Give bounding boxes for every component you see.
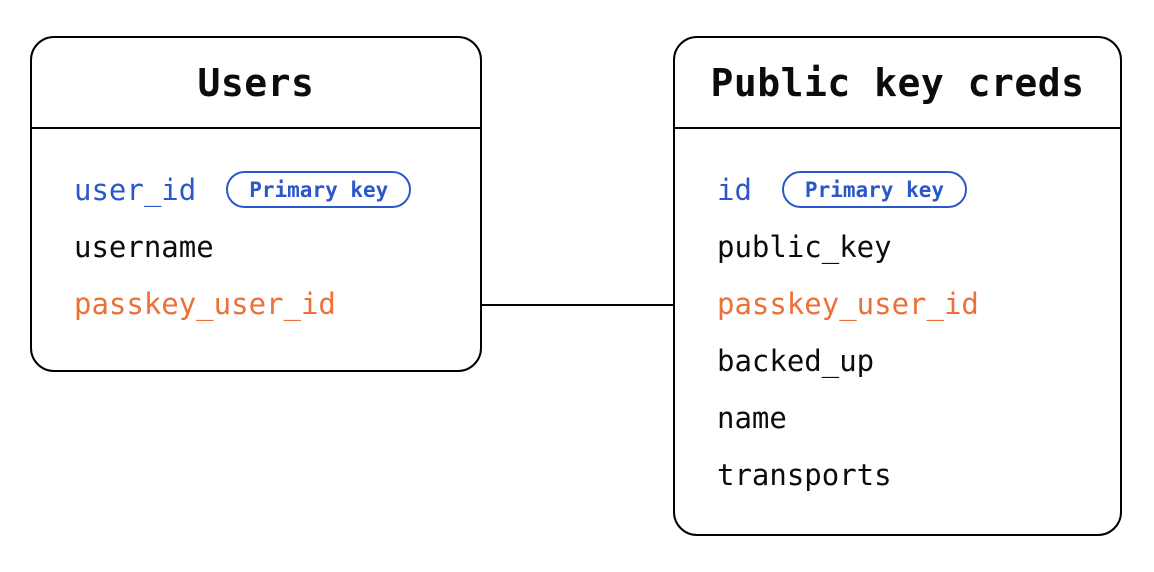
field-row: backed_up bbox=[717, 332, 1120, 389]
field-row: id Primary key bbox=[717, 161, 1120, 218]
field-row: name bbox=[717, 389, 1120, 446]
table-title: Public key creds bbox=[710, 60, 1085, 105]
field-row: passkey_user_id bbox=[74, 275, 480, 332]
field-name: passkey_user_id bbox=[74, 286, 336, 321]
field-name: user_id bbox=[74, 172, 197, 207]
table-public-key-creds: Public key creds id Primary key public_k… bbox=[673, 36, 1122, 536]
table-public-key-creds-header: Public key creds bbox=[675, 38, 1120, 129]
field-row: public_key bbox=[717, 218, 1120, 275]
table-title: Users bbox=[197, 60, 315, 105]
field-row: user_id Primary key bbox=[74, 161, 480, 218]
field-name: passkey_user_id bbox=[717, 286, 979, 321]
primary-key-badge: Primary key bbox=[226, 171, 412, 208]
relationship-line bbox=[481, 304, 674, 306]
table-public-key-creds-body: id Primary key public_key passkey_user_i… bbox=[675, 129, 1120, 503]
primary-key-badge: Primary key bbox=[781, 171, 967, 208]
field-row: passkey_user_id bbox=[717, 275, 1120, 332]
table-users: Users user_id Primary key username passk… bbox=[30, 36, 482, 372]
field-name: id bbox=[717, 172, 752, 207]
field-name: username bbox=[74, 229, 214, 264]
field-name: name bbox=[717, 400, 787, 435]
table-users-body: user_id Primary key username passkey_use… bbox=[32, 129, 480, 332]
field-name: backed_up bbox=[717, 343, 875, 378]
field-row: username bbox=[74, 218, 480, 275]
field-name: public_key bbox=[717, 229, 892, 264]
table-users-header: Users bbox=[32, 38, 480, 129]
field-row: transports bbox=[717, 446, 1120, 503]
field-name: transports bbox=[717, 457, 892, 492]
